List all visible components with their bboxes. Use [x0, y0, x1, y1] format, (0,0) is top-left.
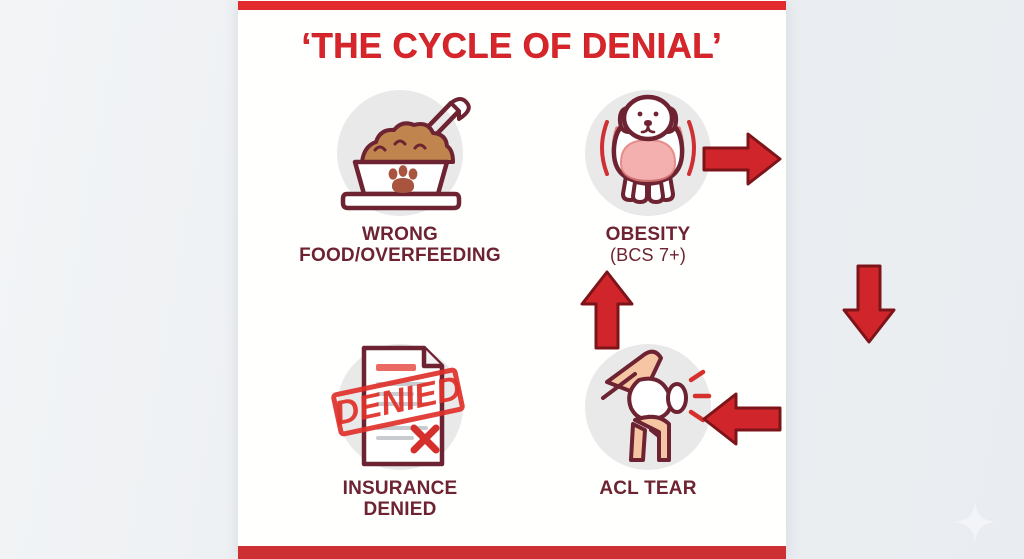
knee-joint-tear-icon: [538, 340, 758, 472]
label-line-1: ACL TEAR: [599, 478, 697, 499]
x-mark-icon: [410, 424, 440, 454]
node-label-wrong-food: WRONG FOOD/OVERFEEDING: [290, 224, 510, 266]
paw-print-icon: [388, 165, 418, 193]
top-accent-bar: [238, 1, 786, 10]
label-line-1: INSURANCE: [342, 478, 458, 499]
cycle-node-insurance-denied: DENIED INSURANCE DENIED: [290, 340, 510, 520]
label-line-1: WRONG: [362, 224, 438, 245]
infographic-card: ‘THE CYCLE OF DENIAL’: [238, 0, 896, 559]
cycle-node-acl-tear: ACL TEAR: [538, 340, 758, 499]
page-title: ‘THE CYCLE OF DENIAL’: [301, 27, 723, 66]
denied-document-icon: DENIED: [290, 340, 510, 472]
obese-dog-icon: [538, 86, 758, 218]
pain-lines-icon: [688, 369, 712, 423]
label-line-1: OBESITY: [605, 224, 691, 245]
cycle-node-wrong-food: WRONG FOOD/OVERFEEDING: [290, 86, 510, 266]
node-label-acl-tear: ACL TEAR: [538, 478, 758, 499]
arrow-down-obesity-to-acl-tear: [838, 262, 900, 351]
cycle-node-obesity: OBESITY (BCS 7+): [538, 86, 758, 266]
dog-food-bowl-icon: [290, 86, 510, 218]
node-label-obesity: OBESITY (BCS 7+): [538, 224, 758, 266]
bottom-accent-bar: [238, 546, 786, 559]
arrow-right-wrong-food-to-obesity: [700, 128, 784, 195]
arrow-up-insurance-denied-to-wrong-food: [576, 268, 638, 357]
label-line-2: DENIED: [363, 499, 437, 520]
sparkle-watermark-icon: [953, 500, 997, 544]
label-sub: (BCS 7+): [609, 245, 687, 265]
arrow-left-acl-tear-to-insurance-denied: [700, 388, 784, 455]
node-label-insurance-denied: INSURANCE DENIED: [290, 478, 510, 520]
label-line-2: FOOD/OVERFEEDING: [299, 245, 501, 266]
